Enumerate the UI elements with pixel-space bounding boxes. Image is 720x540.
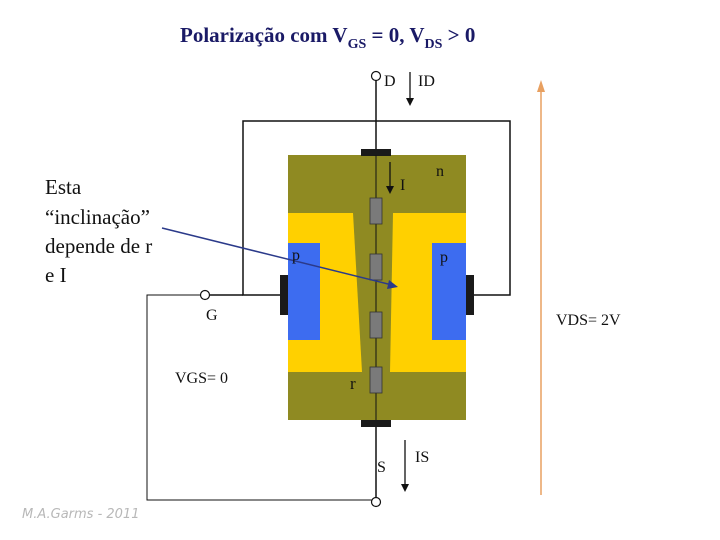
vds-label: VDS= 2V xyxy=(556,312,621,329)
vgs-label: VGS= 0 xyxy=(175,370,228,387)
resistor-block xyxy=(369,253,383,281)
title-sub-ds: DS xyxy=(425,37,443,52)
p-region-left-wedge xyxy=(320,243,348,343)
current-i-label: I xyxy=(400,177,405,194)
annotation-line-2: “inclinação” xyxy=(45,205,150,229)
author-credit: M.A.Garms - 2011 xyxy=(22,507,139,522)
gate-contact-right xyxy=(466,275,474,315)
gate-loop-wire xyxy=(242,120,511,296)
annotation-line-3: depende de r xyxy=(45,234,152,258)
source-label: S xyxy=(377,459,386,476)
n-region-label: n xyxy=(436,163,444,180)
i-arrow-head xyxy=(386,186,394,194)
p-region-left xyxy=(288,243,320,340)
slope-pointer-head xyxy=(387,280,398,289)
id-arrow-head xyxy=(406,98,414,106)
title-mid: = 0, V xyxy=(366,23,424,47)
gate-terminal xyxy=(199,289,211,301)
source-current-label: IS xyxy=(415,449,429,466)
title-sub-gs: GS xyxy=(348,37,367,52)
title-main: Polarização com V xyxy=(180,23,348,47)
resistance-label: r xyxy=(350,374,356,393)
resistor-block xyxy=(369,197,383,225)
p-region-right xyxy=(432,243,466,340)
drain-terminal xyxy=(370,70,382,82)
p-left-label: p xyxy=(292,247,300,264)
gate-contact-left xyxy=(280,275,288,315)
annotation-line-4: e I xyxy=(45,263,67,287)
source-terminal xyxy=(370,496,382,508)
resistor-block xyxy=(369,311,383,339)
p-right-label: p xyxy=(440,249,448,266)
resistor-block xyxy=(369,366,383,394)
source-contact xyxy=(361,420,391,427)
page-title: Polarização com VGS = 0, VDS > 0 xyxy=(180,23,475,52)
annotation-text: Esta “inclinação” depende de r e I xyxy=(45,175,158,287)
vgs-loop-wire xyxy=(146,294,376,501)
is-arrow-head xyxy=(401,484,409,492)
annotation-line-1: Esta xyxy=(45,175,82,199)
title-end: > 0 xyxy=(442,23,475,47)
vds-arrow-head xyxy=(537,80,545,92)
gate-label: G xyxy=(206,307,218,324)
slope-pointer-line xyxy=(161,227,393,286)
drain-label: D xyxy=(384,73,396,90)
drain-current-label: ID xyxy=(418,73,435,90)
drain-contact xyxy=(361,149,391,156)
